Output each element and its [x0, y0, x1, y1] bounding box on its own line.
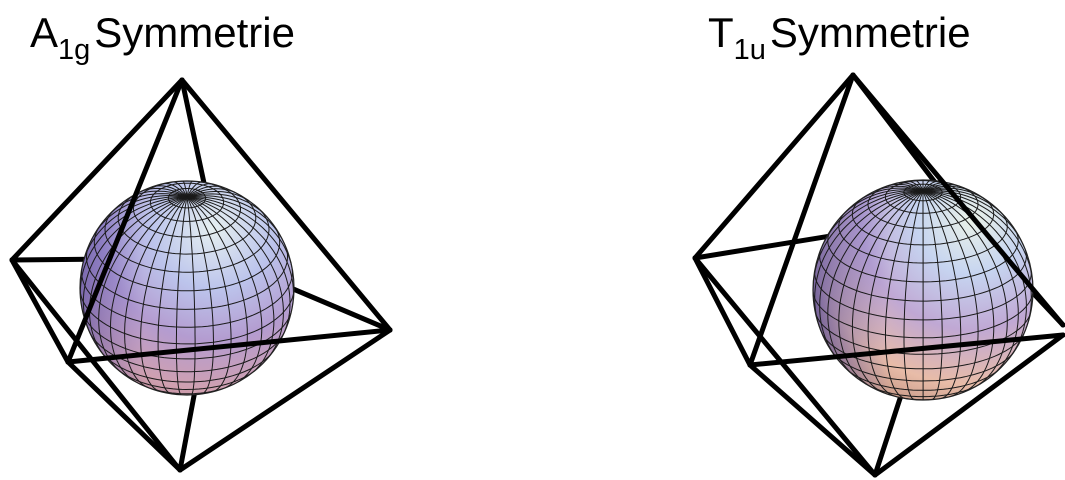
t1u-panel: T1uSymmetrie — [660, 0, 1065, 480]
sphere — [813, 180, 1033, 400]
t1u-diagram — [660, 0, 1065, 480]
a1g-diagram — [0, 0, 420, 480]
a1g-panel: A1gSymmetrie — [0, 0, 420, 480]
sphere — [80, 181, 294, 395]
